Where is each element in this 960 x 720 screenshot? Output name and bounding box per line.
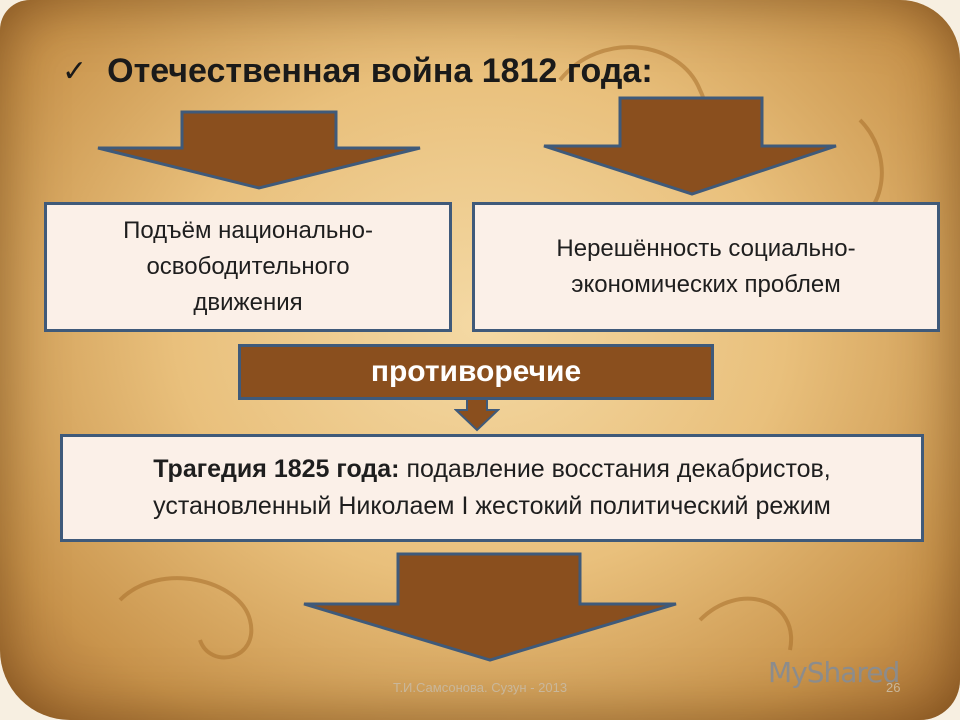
footer-author: Т.И.Самсонова. Сузун - 2013 bbox=[392, 680, 568, 695]
box-left-line-1: Подъём национально- bbox=[123, 217, 373, 244]
contradiction-box: противоречие bbox=[238, 344, 714, 400]
result-line-1: Трагедия 1825 года: подавление восстания… bbox=[153, 451, 831, 489]
arrow-down-bottom bbox=[303, 552, 677, 662]
watermark-logo: MyShared bbox=[768, 656, 900, 689]
tragedy-1825-box: Трагедия 1825 года: подавление восстания… bbox=[60, 434, 924, 542]
result-line1-rest: подавление восстания декабристов, bbox=[399, 454, 831, 483]
arrow-down-right bbox=[543, 96, 837, 196]
result-bold: Трагедия 1825 года: bbox=[153, 454, 400, 483]
box-left-line-3: движения bbox=[193, 289, 303, 316]
small-arrow-down bbox=[454, 398, 500, 432]
box-right-line-1: Нерешённость социально- bbox=[556, 235, 856, 262]
box-left-line-2: освободительного bbox=[146, 253, 350, 280]
title-text: Отечественная война 1812 года: bbox=[107, 52, 653, 90]
arrow-down-left bbox=[97, 110, 421, 190]
page-number: 26 bbox=[886, 680, 901, 695]
national-liberation-box: Подъём национально- освободительного дви… bbox=[44, 202, 452, 332]
page-title: ✓ Отечественная война 1812 года: bbox=[62, 52, 653, 91]
box-right-line-2: экономических проблем bbox=[571, 271, 841, 298]
result-line-2: установленный Николаем I жестокий полити… bbox=[153, 492, 831, 520]
socioeconomic-problems-box: Нерешённость социально- экономических пр… bbox=[472, 202, 940, 332]
checkmark-icon: ✓ bbox=[62, 55, 88, 88]
